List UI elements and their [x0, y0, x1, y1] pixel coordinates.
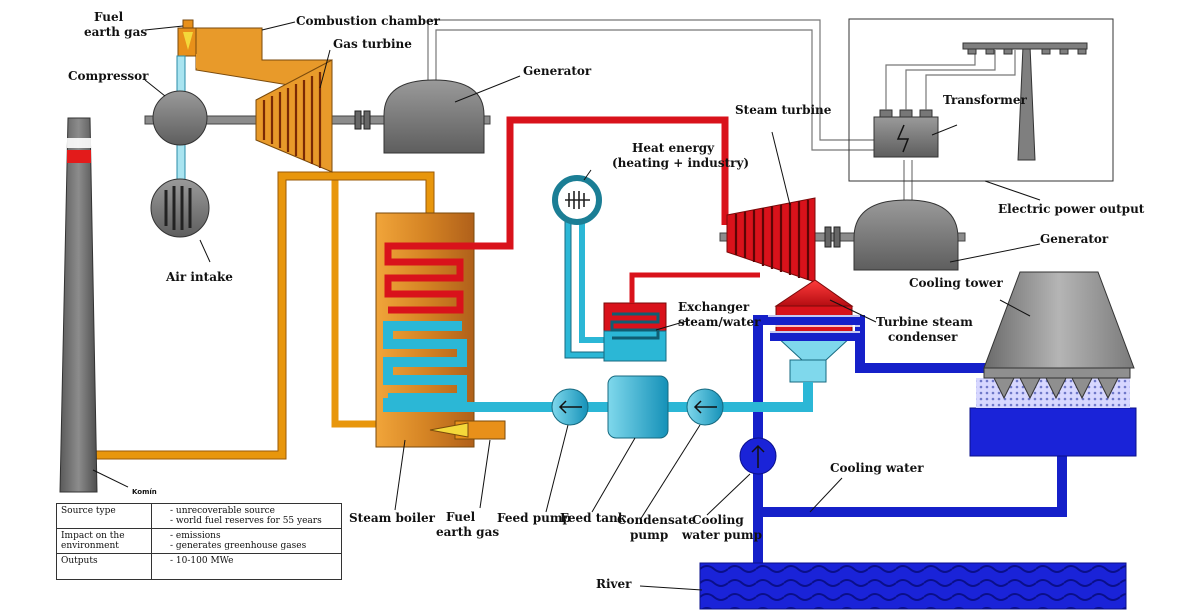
table-key: Outputs — [56, 553, 152, 580]
info-table: Source type unrecoverable source world f… — [56, 503, 342, 580]
table-item: world fuel reserves for 55 years — [170, 516, 337, 526]
label-turbine-condenser-2: condenser — [888, 330, 958, 344]
table-item: generates greenhouse gases — [170, 541, 337, 551]
table-key: Source type — [56, 503, 152, 529]
table-key: Impact on the environment — [56, 528, 152, 554]
table-value: unrecoverable source world fuel reserves… — [151, 503, 342, 529]
label-condensate-pump-2: pump — [630, 528, 668, 542]
steam-turbine — [726, 197, 816, 283]
fuel-injector-top — [177, 19, 199, 57]
label-air-intake: Air intake — [165, 270, 233, 284]
label-transformer: Transformer — [943, 93, 1027, 107]
feed-tank — [607, 375, 669, 439]
label-cooling-pump-2: water pump — [681, 528, 762, 542]
condensate-pump — [686, 388, 724, 426]
generator-1 — [383, 79, 485, 154]
shaft-steam — [719, 232, 966, 242]
label-steam-boiler: Steam boiler — [349, 511, 436, 525]
label-turbine-condenser-1: Turbine steam — [876, 315, 973, 329]
label-fuel-top-2: earth gas — [84, 25, 147, 39]
cooling-tower — [969, 271, 1137, 457]
table-value: 10-100 MWe — [151, 553, 342, 580]
label-komin: Komín — [132, 488, 157, 496]
label-river: River — [596, 577, 632, 591]
electric-output-box — [848, 18, 1114, 182]
feed-pump — [551, 388, 589, 426]
label-gas-turbine: Gas turbine — [333, 37, 412, 51]
label-exchanger-1: Exchanger — [678, 300, 750, 314]
red-steam-pipe — [460, 116, 729, 250]
flue-gas-pipes — [93, 172, 434, 459]
cooling-water-pump — [739, 437, 777, 475]
boiler-red-coil — [384, 242, 464, 314]
coupling-2 — [824, 226, 841, 248]
label-generator-1: Generator — [523, 64, 592, 78]
air-intake-filter — [150, 178, 210, 238]
label-compressor: Compressor — [68, 69, 149, 83]
table-row: Source type unrecoverable source world f… — [56, 503, 342, 529]
compressor — [152, 90, 208, 146]
label-combustion-chamber: Combustion chamber — [296, 14, 441, 28]
label-generator-2: Generator — [1040, 232, 1109, 246]
table-row: Outputs 10-100 MWe — [56, 553, 342, 580]
generator-2 — [853, 199, 959, 271]
compressed-air-pipe — [176, 55, 186, 97]
label-fuel-bottom-2: earth gas — [436, 525, 499, 539]
air-intake-pipe — [176, 139, 186, 185]
label-feed-tank: Feed tank — [560, 511, 627, 525]
leader-lines — [92, 21, 1041, 591]
label-heat-energy-1: Heat energy — [632, 141, 715, 155]
label-condensate-pump-1: Condensate — [617, 513, 696, 527]
table-item: 10-100 MWe — [170, 556, 337, 566]
table-value: emissions generates greenhouse gases — [151, 528, 342, 554]
label-electric-output: Electric power output — [998, 202, 1145, 216]
electric-wiring — [427, 19, 913, 205]
river — [699, 562, 1127, 610]
chimney — [59, 117, 98, 493]
label-fuel-bottom-1: Fuel — [446, 510, 476, 524]
label-exchanger-2: steam/water — [678, 315, 761, 329]
label-cooling-tower: Cooling tower — [909, 276, 1003, 290]
table-item: unrecoverable source — [170, 506, 337, 516]
heat-consumer-grid — [565, 191, 590, 209]
transformer-lines — [885, 50, 1016, 110]
table-item: emissions — [170, 531, 337, 541]
electric-pylon — [962, 42, 1088, 161]
boiler-cyan-coil — [383, 321, 467, 403]
exchanger — [603, 302, 667, 362]
label-heat-energy-2: (heating + industry) — [612, 156, 749, 170]
label-cooling-water: Cooling water — [830, 461, 924, 475]
coupling-1 — [354, 110, 371, 130]
label-cooling-pump-1: Cooling — [692, 513, 744, 527]
condenser-tubes — [768, 315, 860, 333]
flue-gas-pipes-outline — [93, 171, 435, 460]
transformer — [873, 109, 939, 158]
label-fuel-top-1: Fuel — [94, 10, 124, 24]
extraction-steam — [629, 272, 760, 303]
label-steam-turbine: Steam turbine — [735, 103, 832, 117]
boiler-burner — [429, 420, 506, 440]
label-feed-pump: Feed pump — [497, 511, 571, 525]
table-row: Impact on the environment emissions gene… — [56, 528, 342, 554]
